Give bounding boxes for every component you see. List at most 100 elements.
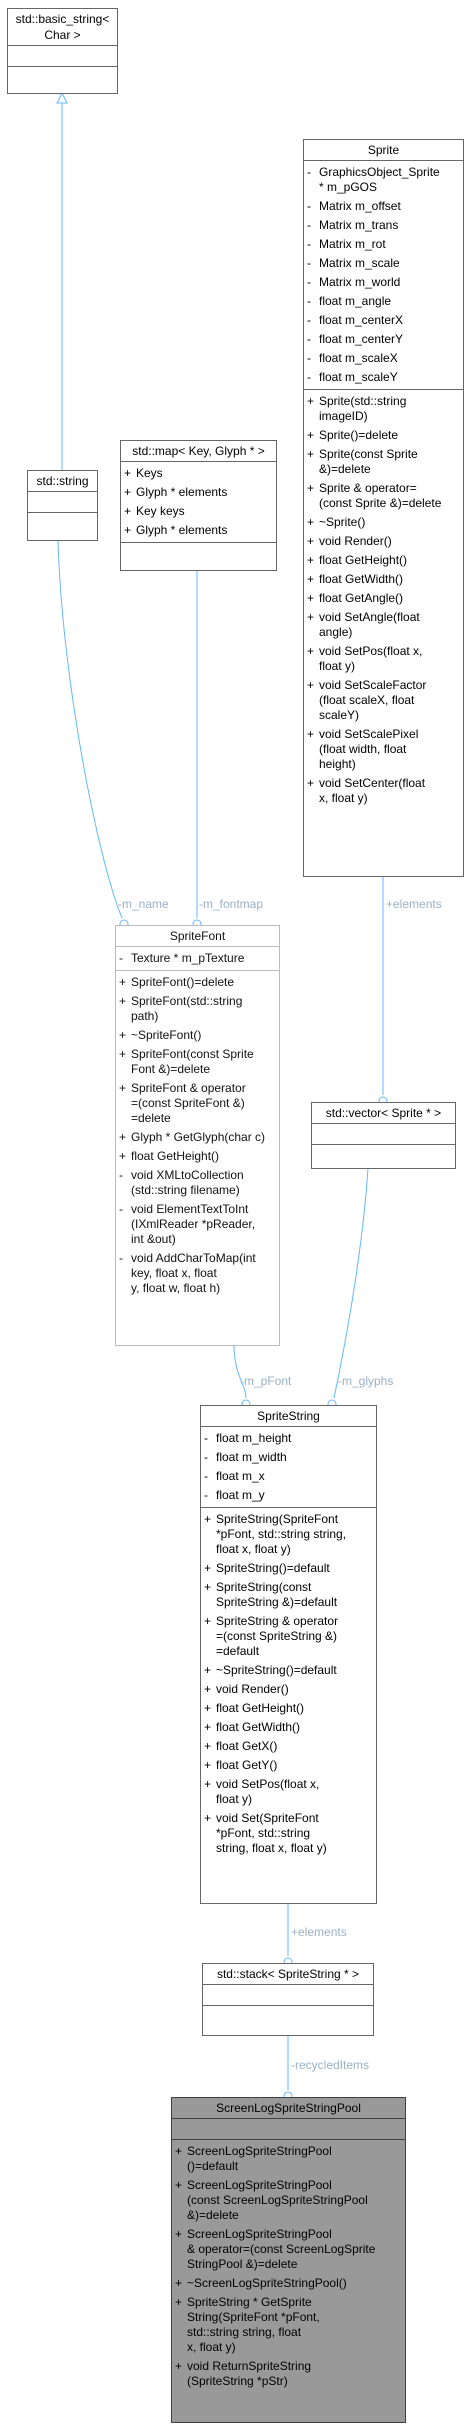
class-sprite[interactable]: Sprite-GraphicsObject_Sprite * m_pGOS-Ma…	[303, 139, 464, 877]
class-method[interactable]: +SpriteFont(const Sprite Font &)=delete	[116, 1045, 279, 1079]
class-spritestring[interactable]: SpriteString-float m_height-float m_widt…	[200, 1405, 377, 1904]
class-attribute[interactable]: -float m_centerX	[304, 311, 463, 330]
visibility-marker: +	[175, 2295, 183, 2309]
class-attribute[interactable]: +Glyph * elements	[121, 521, 276, 540]
class-method[interactable]: -void XMLtoCollection (std::string filen…	[116, 1166, 279, 1200]
class-method[interactable]: +SpriteFont & operator =(const SpriteFon…	[116, 1079, 279, 1128]
class-attribute[interactable]: -Matrix m_world	[304, 273, 463, 292]
edge-label-m-pfont: -m_pFont	[240, 1374, 292, 1388]
class-method[interactable]: +SpriteString()=default	[201, 1559, 376, 1578]
class-attribute[interactable]: -GraphicsObject_Sprite * m_pGOS	[304, 163, 463, 197]
class-methods-section: +Sprite(std::string imageID)+Sprite()=de…	[304, 390, 463, 810]
class-screenlog-sprite-string-pool[interactable]: ScreenLogSpriteStringPool+ScreenLogSprit…	[171, 2097, 406, 2423]
class-attribute[interactable]: +Keys	[121, 464, 276, 483]
class-attribute[interactable]: -Matrix m_scale	[304, 254, 463, 273]
visibility-marker: -	[307, 332, 311, 346]
class-method[interactable]: +void ReturnSpriteString (SpriteString *…	[172, 2357, 405, 2391]
class-method[interactable]: +float GetWidth()	[304, 570, 463, 589]
class-attribute[interactable]: -float m_centerY	[304, 330, 463, 349]
class-method[interactable]: +~Sprite()	[304, 513, 463, 532]
member-text: float GetHeight()	[216, 1701, 305, 1715]
class-method[interactable]: +~SpriteFont()	[116, 1026, 279, 1045]
member-text: float m_y	[216, 1488, 265, 1502]
class-method[interactable]: -void ElementTextToInt (IXmlReader *pRea…	[116, 1200, 279, 1249]
class-attribute[interactable]: -float m_scaleX	[304, 349, 463, 368]
class-method[interactable]: +SpriteFont()=delete	[116, 973, 279, 992]
class-method[interactable]: +float GetX()	[201, 1737, 376, 1756]
class-method[interactable]: +ScreenLogSpriteStringPool (const Screen…	[172, 2176, 405, 2225]
class-attribute[interactable]: -float m_angle	[304, 292, 463, 311]
class-method[interactable]: +float GetHeight()	[116, 1147, 279, 1166]
visibility-marker: +	[307, 644, 315, 658]
class-spritefont[interactable]: SpriteFont-Texture * m_pTexture+SpriteFo…	[115, 925, 280, 1346]
class-method[interactable]: +float GetHeight()	[304, 551, 463, 570]
class-method[interactable]: +void Set(SpriteFont *pFont, std::string…	[201, 1809, 376, 1858]
class-method[interactable]: +Sprite(const Sprite &)=delete	[304, 445, 463, 479]
class-method[interactable]: +void SetPos(float x, float y)	[201, 1775, 376, 1809]
class-method[interactable]: +Glyph * GetGlyph(char c)	[116, 1128, 279, 1147]
class-std-map[interactable]: std::map< Key, Glyph * >+Keys+Glyph * el…	[120, 440, 277, 571]
visibility-marker: +	[204, 1701, 212, 1715]
class-method[interactable]: +Sprite & operator= (const Sprite &)=del…	[304, 479, 463, 513]
class-method[interactable]: +Sprite()=delete	[304, 426, 463, 445]
class-std-vector[interactable]: std::vector< Sprite * >	[311, 1102, 456, 1169]
edge-vector-spritestring	[327, 1167, 369, 1409]
class-method[interactable]: +float GetWidth()	[201, 1718, 376, 1737]
class-method[interactable]: +void SetCenter(float x, float y)	[304, 774, 463, 808]
class-std-string[interactable]: std::string	[27, 470, 98, 541]
class-method[interactable]: +void SetScalePixel (float width, float …	[304, 725, 463, 774]
class-basic-string[interactable]: std::basic_string< Char >	[7, 8, 118, 94]
class-title: std::vector< Sprite * >	[312, 1103, 455, 1124]
class-method[interactable]: +void SetAngle(float angle)	[304, 608, 463, 642]
member-text: GraphicsObject_Sprite * m_pGOS	[319, 165, 440, 194]
class-method[interactable]: +Sprite(std::string imageID)	[304, 392, 463, 426]
class-method[interactable]: +void Render()	[201, 1680, 376, 1699]
class-method[interactable]: +float GetY()	[201, 1756, 376, 1775]
class-attribute[interactable]: -Texture * m_pTexture	[116, 949, 279, 968]
class-title: std::map< Key, Glyph * >	[121, 441, 276, 462]
class-method[interactable]: +SpriteString * GetSprite String(SpriteF…	[172, 2293, 405, 2357]
visibility-marker: +	[124, 523, 132, 537]
member-text: Matrix m_world	[319, 275, 401, 289]
class-attribute[interactable]: -float m_scaleY	[304, 368, 463, 387]
class-attribute[interactable]: -float m_y	[201, 1486, 376, 1505]
edge-label-m-name: -m_name	[118, 897, 169, 911]
class-attribute[interactable]: -float m_width	[201, 1448, 376, 1467]
class-method[interactable]: +ScreenLogSpriteStringPool & operator=(c…	[172, 2225, 405, 2274]
class-attribute[interactable]: +Key keys	[121, 502, 276, 521]
class-method[interactable]: +void Render()	[304, 532, 463, 551]
class-attribute[interactable]: -Matrix m_trans	[304, 216, 463, 235]
member-text: ~SpriteString()=default	[216, 1663, 337, 1677]
edge-label-elements: +elements	[386, 897, 442, 911]
member-text: float GetY()	[216, 1758, 278, 1772]
visibility-marker: +	[175, 2178, 183, 2192]
class-std-stack[interactable]: std::stack< SpriteString * >	[202, 1963, 374, 2036]
class-attributes-section	[172, 2119, 405, 2140]
visibility-marker: +	[119, 1149, 127, 1163]
class-attribute[interactable]: -float m_x	[201, 1467, 376, 1486]
member-text: Matrix m_rot	[319, 237, 386, 251]
class-attribute[interactable]: -float m_height	[201, 1429, 376, 1448]
class-method[interactable]: +void SetScaleFactor (float scaleX, floa…	[304, 676, 463, 725]
class-attribute[interactable]: -Matrix m_offset	[304, 197, 463, 216]
class-method[interactable]: +~SpriteString()=default	[201, 1661, 376, 1680]
class-method[interactable]: +SpriteString & operator =(const SpriteS…	[201, 1612, 376, 1661]
class-method[interactable]: +SpriteString(const SpriteString &)=defa…	[201, 1578, 376, 1612]
class-attribute[interactable]: +Glyph * elements	[121, 483, 276, 502]
member-text: Sprite(const Sprite &)=delete	[319, 447, 418, 476]
member-text: Matrix m_scale	[319, 256, 400, 270]
member-text: ScreenLogSpriteStringPool ()=default	[187, 2144, 332, 2173]
class-method[interactable]: +float GetAngle()	[304, 589, 463, 608]
class-method[interactable]: +SpriteFont(std::string path)	[116, 992, 279, 1026]
class-method[interactable]: + float GetHeight()	[201, 1699, 376, 1718]
class-method[interactable]: +~ScreenLogSpriteStringPool()	[172, 2274, 405, 2293]
class-method[interactable]: + void SetPos(float x, float y)	[304, 642, 463, 676]
member-text: void ElementTextToInt (IXmlReader *pRead…	[131, 1202, 256, 1246]
visibility-marker: +	[307, 776, 315, 790]
member-text: void SetPos(float x, float y)	[319, 644, 423, 673]
class-method[interactable]: +SpriteString(SpriteFont *pFont, std::st…	[201, 1510, 376, 1559]
class-method[interactable]: +ScreenLogSpriteStringPool ()=default	[172, 2142, 405, 2176]
class-attributes-section: -Texture * m_pTexture	[116, 947, 279, 971]
class-attribute[interactable]: -Matrix m_rot	[304, 235, 463, 254]
class-method[interactable]: -void AddCharToMap(int key, float x, flo…	[116, 1249, 279, 1298]
